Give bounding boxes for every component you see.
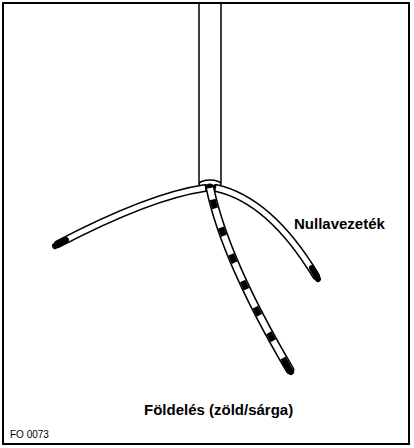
cable-sheath	[199, 4, 221, 183]
phase-wire	[55, 188, 205, 246]
wire-label: Földelés (zöld/sárga)	[142, 401, 295, 419]
earth-wire	[210, 188, 291, 372]
wire-label: Nullavezeték	[292, 215, 387, 233]
frame	[3, 3, 409, 444]
figure-number: FO 0073	[8, 429, 51, 441]
